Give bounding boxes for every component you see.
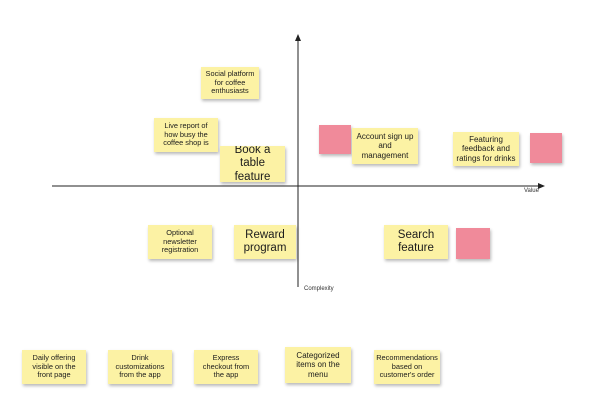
note-live-report[interactable]: Live report of how busy the coffee shop … [154,118,218,152]
note-drink-customizations-text: Drink customizations from the app [115,353,165,380]
note-search-feature-text: Search feature [397,228,435,254]
note-optional-newsletter-text: Optional newsletter registration [161,228,199,255]
note-recommendations-text: Recommendations based on customer's orde… [376,353,438,380]
note-categorized-items[interactable]: Categorized items on the menu [285,347,351,383]
note-drink-customizations[interactable]: Drink customizations from the app [108,350,172,384]
x-axis-label: Value [524,188,539,194]
note-reward-program[interactable]: Reward program [234,225,296,259]
note-optional-newsletter[interactable]: Optional newsletter registration [148,225,212,259]
note-account-signup[interactable]: Account sign up and management [352,128,418,164]
note-recommendations[interactable]: Recommendations based on customer's orde… [374,350,440,384]
note-daily-offering-text: Daily offering visible on the front page [32,353,76,380]
note-pink-small-2[interactable] [530,133,562,163]
note-express-checkout-text: Express checkout from the app [202,353,250,380]
note-book-table[interactable]: Book a table feature [220,146,285,182]
note-search-feature[interactable]: Search feature [384,225,448,259]
y-axis-label: Complexity [304,286,334,292]
note-account-signup-text: Account sign up and management [356,132,414,160]
note-daily-offering[interactable]: Daily offering visible on the front page [22,350,86,384]
note-social-platform[interactable]: Social platform for coffee enthusiasts [201,67,259,99]
note-reward-program-text: Reward program [243,228,287,254]
note-express-checkout[interactable]: Express checkout from the app [194,350,258,384]
note-featuring-feedback-text: Featuring feedback and ratings for drink… [456,135,516,163]
note-categorized-items-text: Categorized items on the menu [296,351,340,379]
note-live-report-text: Live report of how busy the coffee shop … [163,121,209,148]
note-book-table-text: Book a table feature [234,146,271,182]
note-pink-small-3[interactable] [456,228,490,259]
note-pink-small-1[interactable] [319,125,351,154]
note-featuring-feedback[interactable]: Featuring feedback and ratings for drink… [453,132,519,166]
note-social-platform-text: Social platform for coffee enthusiasts [205,69,255,96]
vertical-axis-arrow [295,34,301,41]
horizontal-axis-arrow [538,183,545,189]
